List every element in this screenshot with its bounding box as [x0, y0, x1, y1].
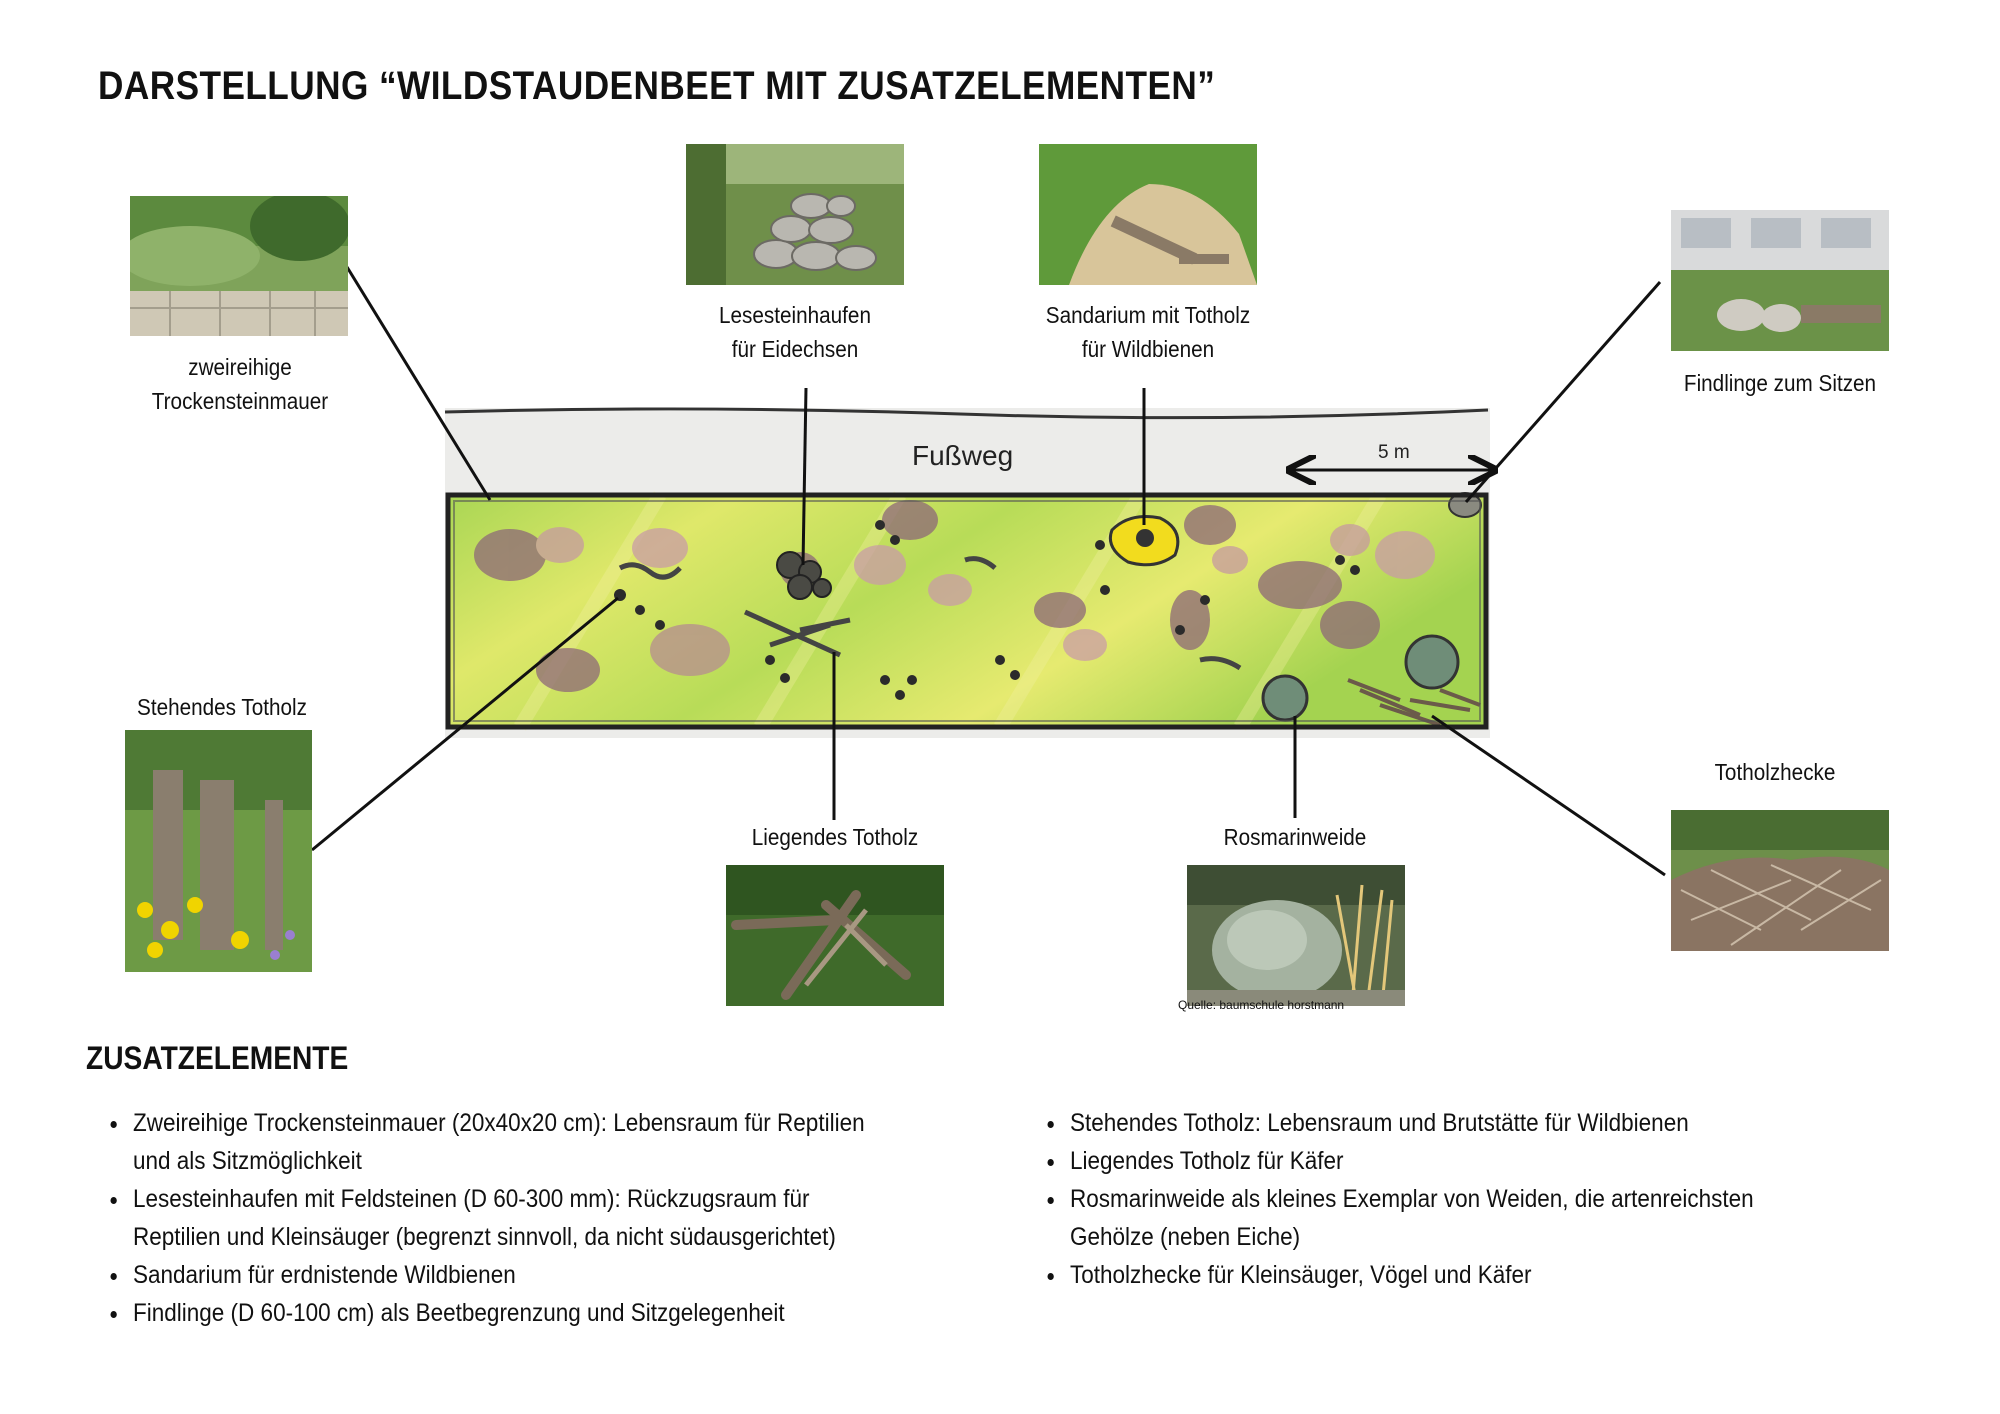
list-item: Rosmarinweide als kleines Exemplar von W… — [1066, 1180, 1777, 1256]
photo-source-note: Quelle: baumschule horstmann — [1178, 998, 1345, 1012]
boulders-photo-icon — [1671, 210, 1889, 351]
lying-deadwood-photo-icon — [726, 865, 944, 1006]
totholzhecke-photo — [1671, 810, 1889, 951]
list-item: Lesesteinhaufen mit Feldsteinen (D 60-30… — [129, 1180, 885, 1256]
rosmarinweide-photo — [1187, 865, 1405, 1006]
footpath-edge — [444, 407, 1489, 420]
stone-pile-photo-icon — [686, 144, 904, 285]
liegendes-totholz-photo — [726, 865, 944, 1006]
bed-area — [448, 495, 1486, 727]
left-feature-list: Zweireihige Trockensteinmauer (20x40x20 … — [88, 1104, 885, 1332]
trockensteinmauer-photo — [130, 196, 348, 336]
list-item: Stehendes Totholz: Lebensraum und Brutst… — [1066, 1104, 1777, 1142]
right-feature-list: Stehendes Totholz: Lebensraum und Brutst… — [1025, 1104, 1777, 1294]
list-item: Totholzhecke für Kleinsäuger, Vögel und … — [1066, 1256, 1777, 1294]
list-item: Zweireihige Trockensteinmauer (20x40x20 … — [129, 1104, 885, 1180]
sand-mound-photo-icon — [1039, 144, 1257, 285]
stone-wall-photo-icon — [130, 196, 348, 336]
willow-drawing — [1261, 674, 1309, 722]
stehendes-totholz-photo — [125, 730, 312, 972]
findlinge-photo — [1671, 210, 1889, 351]
rosmarinweide-caption: Rosmarinweide — [1223, 824, 1367, 850]
standing-deadwood-photo-icon — [125, 730, 312, 972]
liegendes-totholz-caption: Liegendes Totholz — [751, 824, 919, 850]
list-item: Liegendes Totholz für Käfer — [1066, 1142, 1777, 1180]
leader-lines — [311, 266, 1666, 877]
willow-drawing-2 — [1404, 634, 1460, 690]
deadwood-hedge-photo-icon — [1671, 810, 1889, 951]
stone-dots — [614, 520, 1360, 700]
bed-outline — [445, 492, 1489, 730]
page-title: DARSTELLUNG “WILDSTAUDENBEET MIT ZUSATZE… — [98, 64, 1216, 108]
deadwood-hedge-drawing — [1347, 678, 1481, 727]
list-item: Findlinge (D 60-100 cm) als Beetbegrenzu… — [129, 1294, 885, 1332]
stehendes-totholz-caption: Stehendes Totholz — [137, 694, 307, 720]
sandarium-photo — [1039, 144, 1257, 285]
footpath-label: Fußweg — [912, 440, 1013, 471]
scale-label: 5 m — [1378, 442, 1410, 463]
findlinge-caption: Findlinge zum Sitzen — [1683, 370, 1877, 396]
lesesteinhaufen-photo — [686, 144, 904, 285]
lying-deadwood-drawing — [618, 556, 1242, 671]
section-title: ZUSATZELEMENTE — [86, 1040, 349, 1076]
totholzhecke-caption: Totholzhecke — [1714, 759, 1836, 785]
stone-pile-drawing — [776, 551, 832, 600]
list-item: Sandarium für erdnistende Wildbienen — [129, 1256, 885, 1294]
willow-shrub-photo-icon — [1187, 865, 1405, 1006]
